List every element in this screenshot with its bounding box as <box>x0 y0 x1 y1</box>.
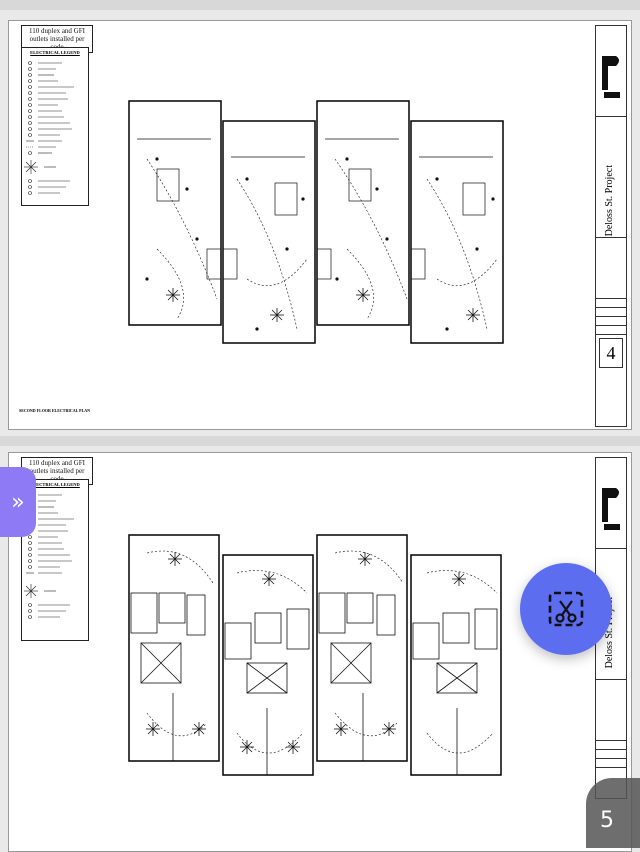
info-row <box>596 759 626 768</box>
legend-title: ELECTRICAL LEGEND <box>30 482 80 487</box>
floor-plan-drawing <box>128 100 504 344</box>
sidebar-toggle-button[interactable]: » <box>0 467 36 537</box>
project-name: Deloss St. Project <box>604 165 615 237</box>
info-row <box>596 750 626 759</box>
top-bar <box>0 0 640 10</box>
logo-box <box>596 458 626 549</box>
drawing-sheet-4: 110 duplex and GFI outlets installed per… <box>8 20 632 430</box>
info-row <box>596 741 626 750</box>
title-block: Deloss St. Project 4 <box>595 25 627 427</box>
info-row <box>596 308 626 317</box>
project-box: Deloss St. Project <box>596 117 626 238</box>
drawing-sheet-5: 110 duplex and GFI outlets installed per… <box>8 452 632 852</box>
page-gap <box>0 436 640 446</box>
floor-plan-drawing <box>128 534 502 776</box>
sheet-number: 4 <box>599 338 623 368</box>
electrical-legend: ELECTRICAL LEGEND <box>21 479 89 641</box>
info-row <box>596 326 626 335</box>
plan-label: SECOND FLOOR ELECTRICAL PLAN <box>19 408 91 413</box>
info-row <box>596 299 626 308</box>
firm-logo <box>602 488 620 530</box>
page-indicator[interactable]: 5 <box>586 778 640 848</box>
electrical-legend: ELECTRICAL LEGEND <box>21 47 89 206</box>
project-box: Deloss St. Project <box>596 549 626 680</box>
screenshot-crop-button[interactable] <box>520 563 612 655</box>
crop-scissors-icon <box>548 591 584 627</box>
info-row <box>596 317 626 326</box>
legend-symbols <box>24 61 74 195</box>
spacer-box <box>596 238 626 299</box>
logo-box <box>596 26 626 117</box>
spacer-box <box>596 680 626 741</box>
firm-logo <box>602 56 620 98</box>
legend-title: ELECTRICAL LEGEND <box>30 50 80 55</box>
page-number: 5 <box>600 808 614 833</box>
